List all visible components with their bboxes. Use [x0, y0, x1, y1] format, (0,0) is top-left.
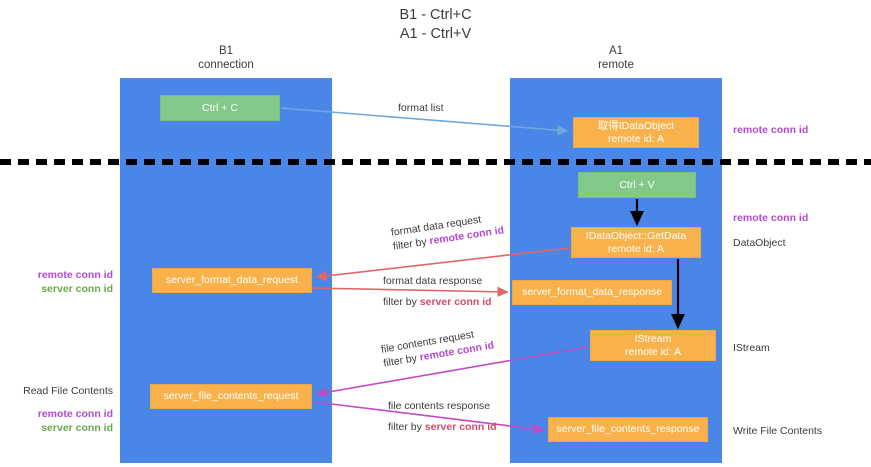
node-istream-label: IStream — [634, 332, 672, 345]
column-header-b1-sub: connection — [198, 58, 254, 71]
node-get-idataobject[interactable]: 取得IDataObject remote id: A — [573, 117, 699, 148]
annotation-right-remote-conn-id-1: remote conn id — [733, 123, 808, 137]
annotation-left-1-server: server conn id — [41, 283, 113, 295]
node-server-format-data-response-label: server_format_data_response — [521, 286, 663, 298]
node-idataobject-getdata[interactable]: IDataObject::GetData remote id: A — [571, 227, 701, 258]
title-line-1: B1 - Ctrl+C — [399, 7, 472, 23]
node-server-file-contents-response-label: server_file_contents_response — [556, 423, 700, 435]
node-get-idataobject-sublabel: remote id: A — [607, 132, 665, 145]
node-server-file-contents-response[interactable]: server_file_contents_response — [548, 417, 708, 442]
annotation-right-2-remote: remote conn id — [733, 212, 809, 224]
node-server-file-contents-request[interactable]: server_file_contents_request — [150, 384, 312, 409]
annotation-left-read-file-contents: Read File Contents remote conn id server… — [0, 384, 113, 435]
annotation-left-1-remote: remote conn id — [37, 269, 113, 281]
annotation-right-istream: IStream — [733, 341, 770, 355]
column-header-a1-name: A1 — [608, 45, 624, 57]
filter-prefix-1: filter by — [392, 235, 431, 253]
node-ctrl-c[interactable]: Ctrl + C — [160, 95, 280, 121]
annotation-left-2-remote: remote conn id — [37, 408, 113, 420]
edge-label-file-contents-response-text: file contents response — [388, 400, 491, 412]
filter-prefix-4: filter by — [388, 421, 425, 433]
node-idataobject-getdata-sublabel: remote id: A — [607, 242, 665, 255]
annotation-left-conn-ids-1: remote conn id server conn id — [0, 268, 113, 296]
annotation-right-2-plain: DataObject — [733, 237, 786, 249]
node-istream[interactable]: IStream remote id: A — [590, 330, 716, 361]
filter-key-server-conn-id-1: server conn id — [419, 296, 492, 308]
node-server-format-data-response[interactable]: server_format_data_response — [512, 280, 672, 305]
column-header-a1: A1 remote — [510, 45, 722, 72]
edge-label-format-data-response-filter: filter by server conn id — [383, 295, 492, 309]
edge-label-format-data-response: format data response filter by server co… — [383, 274, 492, 309]
edge-label-format-list-text: format list — [398, 102, 444, 114]
edge-label-file-contents-request: file contents request filter by remote c… — [380, 325, 495, 371]
node-ctrl-v[interactable]: Ctrl + V — [578, 172, 696, 198]
node-ctrl-v-label: Ctrl + V — [619, 178, 655, 191]
edge-label-format-list: format list — [398, 101, 444, 115]
filter-prefix-2: filter by — [383, 296, 420, 308]
annotation-right-dataobject: remote conn id DataObject — [733, 211, 808, 250]
node-server-format-data-request[interactable]: server_format_data_request — [152, 268, 312, 293]
annotation-right-1-remote: remote conn id — [733, 124, 809, 136]
node-get-idataobject-label: 取得IDataObject — [597, 119, 675, 132]
edge-label-format-data-request: format data request filter by remote con… — [390, 209, 505, 253]
column-header-b1-name: B1 — [218, 45, 234, 57]
filter-key-server-conn-id-2: server conn id — [424, 421, 497, 433]
node-server-format-data-request-label: server_format_data_request — [166, 274, 298, 286]
edge-label-file-contents-response: file contents response filter by server … — [388, 399, 497, 434]
diagram-title: B1 - Ctrl+C A1 - Ctrl+V — [0, 6, 871, 44]
annotation-left-2-server: server conn id — [41, 422, 113, 434]
edge-label-file-contents-response-filter: filter by server conn id — [388, 420, 497, 434]
node-ctrl-c-label: Ctrl + C — [202, 101, 238, 114]
title-line-2: A1 - Ctrl+V — [399, 26, 472, 42]
column-header-b1: B1 connection — [120, 45, 332, 72]
annotation-right-write-file-contents: Write File Contents — [733, 424, 822, 438]
node-idataobject-getdata-label: IDataObject::GetData — [585, 229, 687, 242]
node-server-file-contents-request-label: server_file_contents_request — [163, 390, 299, 402]
column-header-a1-sub: remote — [598, 58, 634, 71]
annotation-right-3-plain: IStream — [733, 342, 770, 354]
node-istream-sublabel: remote id: A — [624, 345, 682, 358]
edge-label-format-data-response-text: format data response — [383, 275, 483, 287]
annotation-left-2-plain: Read File Contents — [23, 385, 113, 397]
annotation-right-4-plain: Write File Contents — [733, 425, 823, 437]
